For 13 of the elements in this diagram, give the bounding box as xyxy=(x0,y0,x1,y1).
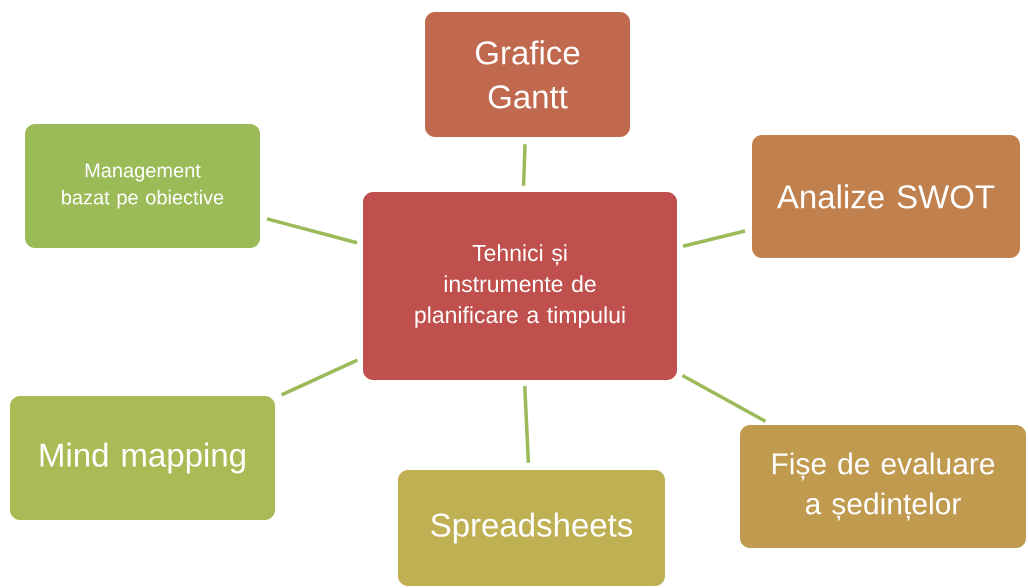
connector-line xyxy=(681,373,767,423)
connector-line xyxy=(266,217,358,245)
process-box: Fișe de evaluare a ședințelor xyxy=(740,425,1026,548)
process-box: Analize SWOT xyxy=(752,135,1020,258)
process-box: Tehnici și instrumente de planificare a timpului xyxy=(363,192,677,380)
process-box: Spreadsheets xyxy=(398,470,665,586)
connector-line xyxy=(523,386,531,463)
process-box: Grafice Gantt xyxy=(425,12,630,137)
process-box: Management bazat pe obiective xyxy=(25,124,260,248)
process-box: Mind mapping xyxy=(10,396,275,520)
connector-line xyxy=(521,144,527,186)
connector-line xyxy=(280,358,359,397)
connector-line xyxy=(682,229,746,248)
